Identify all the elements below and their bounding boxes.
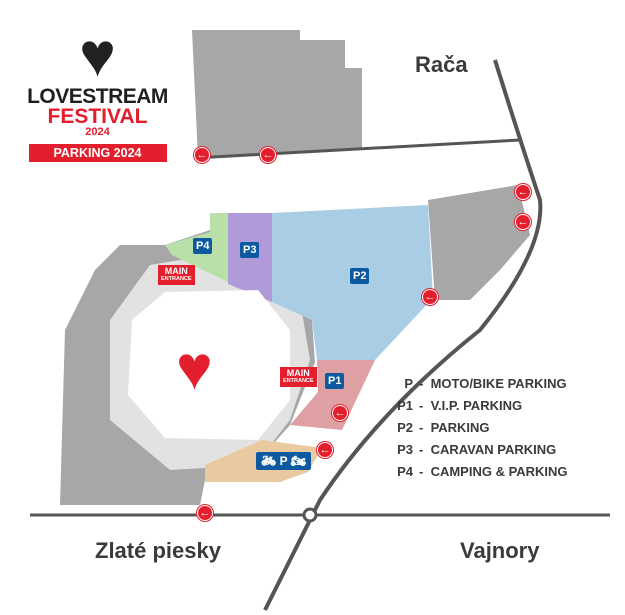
legend-key: P3 [397, 442, 413, 457]
legend-key: P2 [397, 420, 413, 435]
logo-line2: FESTIVAL [47, 105, 148, 128]
legend-item: P3- CARAVAN PARKING [383, 442, 568, 464]
legend-key: P [404, 376, 413, 391]
stadium [128, 290, 290, 440]
exit-arrow-icon: ← [197, 505, 213, 521]
exit-arrow-icon: ← [194, 147, 210, 163]
legend: P- MOTO/BIKE PARKING P1- V.I.P. PARKING … [383, 376, 568, 486]
place-zlate-piesky: Zlaté piesky [95, 538, 221, 563]
legend-label: PARKING [430, 420, 490, 435]
place-vajnory: Vajnory [460, 538, 540, 563]
parking-banner: PARKING 2024 [28, 144, 167, 162]
bike-parking-badge[interactable]: 🚲︎ P 🏍︎ [256, 452, 311, 470]
entrance-label: MAIN [286, 368, 310, 378]
p3-badge[interactable]: P3 [240, 242, 260, 258]
place-raca: Rača [415, 52, 468, 77]
legend-item: P4- CAMPING & PARKING [383, 464, 568, 486]
entrance-sublabel: ENTRANCE [161, 276, 192, 282]
legend-key: P4 [397, 464, 413, 479]
road-east [263, 59, 543, 611]
exit-arrow-icon: ← [515, 214, 531, 230]
bicycle-icon: 🚲︎ [261, 454, 277, 468]
legend-label: MOTO/BIKE PARKING [430, 376, 567, 391]
p2-badge[interactable]: P2 [350, 268, 370, 284]
motorbike-icon: 🏍︎ [290, 454, 306, 468]
exit-arrow-icon: ← [515, 184, 531, 200]
roundabout [302, 507, 318, 523]
legend-label: V.I.P. PARKING [430, 398, 523, 413]
legend-label: CARAVAN PARKING [430, 442, 557, 457]
road-north [194, 138, 521, 160]
legend-label: CAMPING & PARKING [430, 464, 568, 479]
heart-logo-icon: ♥ [79, 21, 116, 90]
exit-arrow-icon: ← [260, 147, 276, 163]
building-east [428, 185, 530, 300]
building-north [192, 30, 362, 158]
legend-item: P2- PARKING [383, 420, 568, 442]
entrance-sublabel: ENTRANCE [283, 378, 314, 384]
p1-area [290, 360, 375, 430]
logo-year: 2024 [85, 126, 110, 138]
p1-badge[interactable]: P1 [325, 373, 345, 389]
exit-arrow-icon: ← [317, 442, 333, 458]
entrance-label: MAIN [164, 266, 188, 276]
logo-line1: LOVESTREAM [27, 85, 168, 108]
stadium-heart-icon: ♥ [176, 334, 213, 403]
bike-parking-label: P [279, 454, 288, 468]
exit-arrow-icon: ← [332, 405, 348, 421]
p4-badge[interactable]: P4 [193, 238, 213, 254]
legend-key: P1 [397, 398, 413, 413]
exit-arrow-icon: ← [422, 289, 438, 305]
festival-logo: ♥ LOVESTREAM FESTIVAL 2024 PARKING 2024 [25, 25, 170, 162]
legend-item: P1- V.I.P. PARKING [383, 398, 568, 420]
legend-item: P- MOTO/BIKE PARKING [383, 376, 568, 398]
